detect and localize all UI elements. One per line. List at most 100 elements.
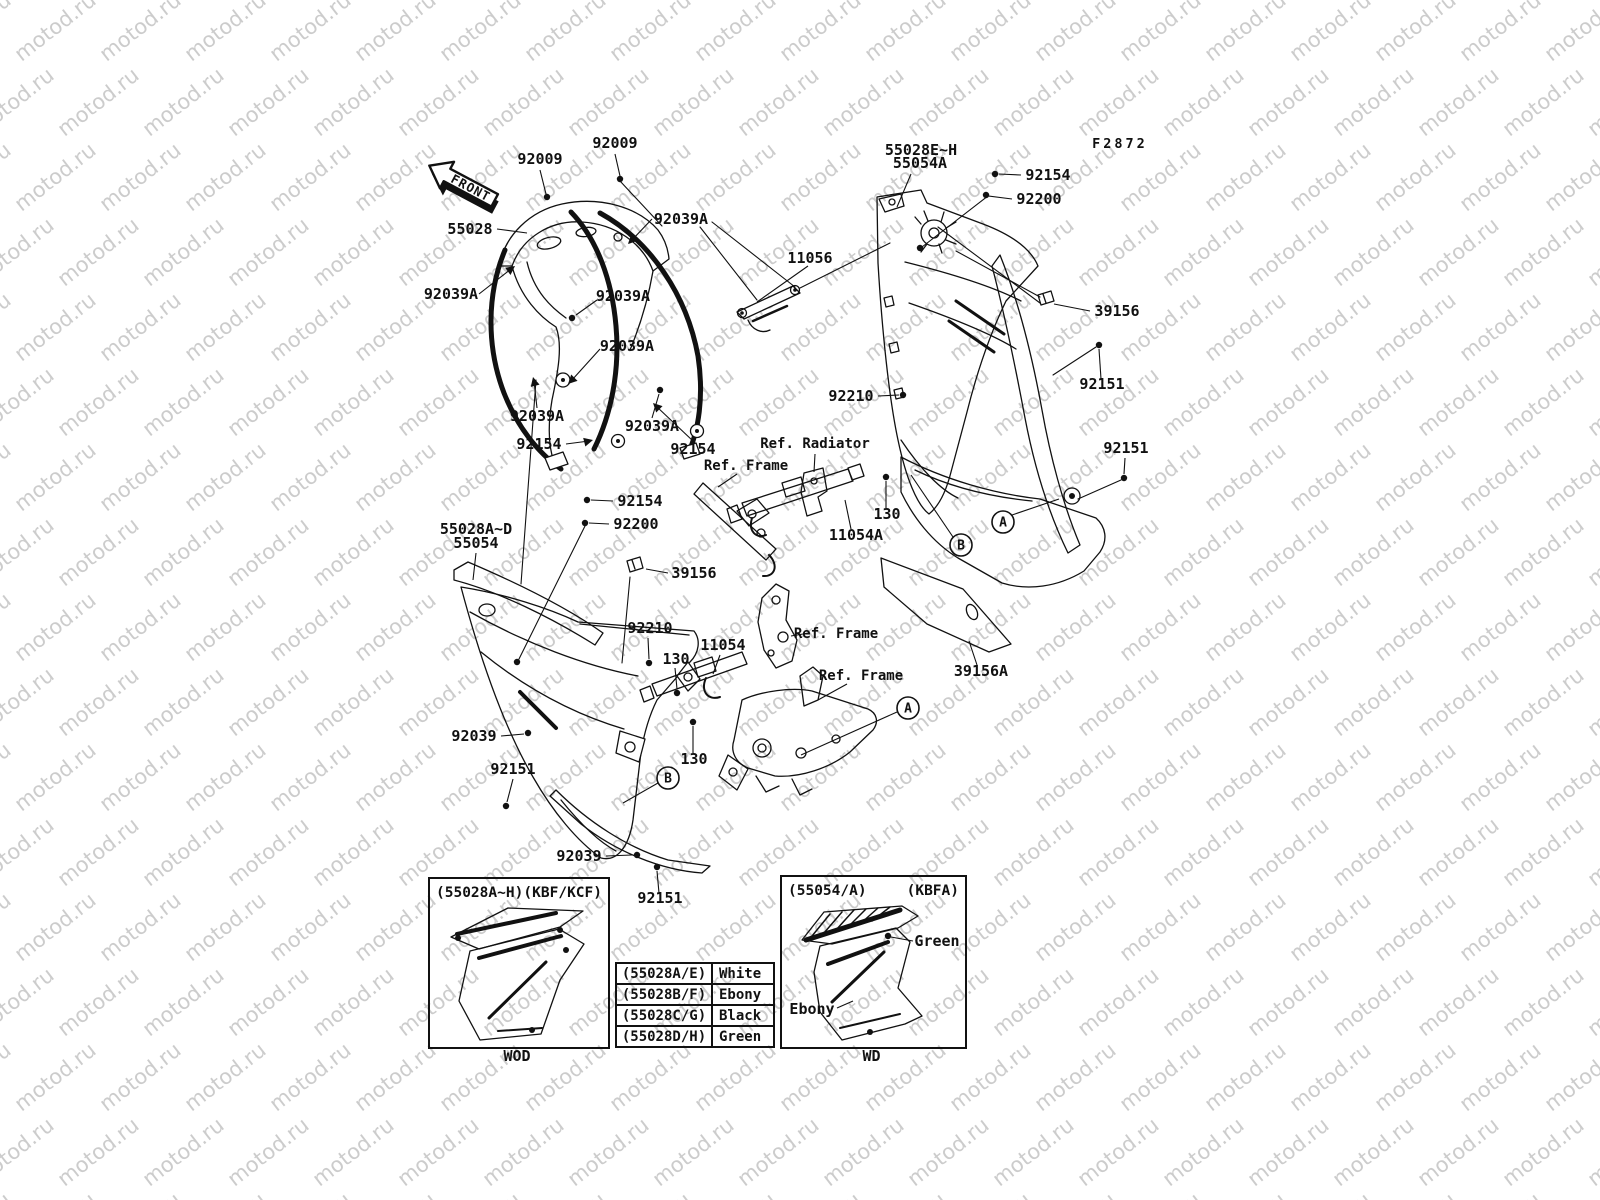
color-table-part: (55028C/G) <box>617 1006 713 1025</box>
leader-line <box>1053 303 1091 312</box>
leader-line <box>896 173 912 208</box>
marker-leader-line <box>622 782 659 804</box>
leader-line <box>656 870 660 894</box>
callout-92039a: 92039A <box>600 337 654 355</box>
leader-line <box>575 299 598 316</box>
callout-11054: 11054 <box>700 636 745 654</box>
callout-39156: 39156 <box>1094 302 1139 320</box>
radiator-frame-drawing <box>693 463 865 578</box>
callout-55028: 55028 <box>447 220 492 238</box>
legend-right-part-range: (55054/A) <box>788 883 867 899</box>
frame-assembly-lower-drawing <box>718 666 878 796</box>
leader-line <box>844 499 852 530</box>
legend-right-color-code: (KBFA) <box>906 883 959 899</box>
callout-92039a: 92039A <box>424 285 478 303</box>
callout-130: 130 <box>873 505 900 523</box>
leader-line <box>500 733 525 737</box>
callout-92151: 92151 <box>637 889 682 907</box>
color-table-row: (55028B/F) Ebony <box>617 983 773 1004</box>
leader-line <box>539 169 547 195</box>
callout-92039: 92039 <box>556 847 601 865</box>
fastener-dot <box>513 658 521 666</box>
leader-line <box>614 153 621 177</box>
leader-line <box>472 552 477 581</box>
leader-line <box>655 405 694 442</box>
leader-line <box>674 667 678 690</box>
callout-92039a: 92039A <box>510 407 564 425</box>
callout-92009: 92009 <box>517 150 562 168</box>
callout-92154: 92154 <box>617 492 662 510</box>
leader-line <box>756 265 809 303</box>
callout-92154: 92154 <box>1025 166 1070 184</box>
fastener-dot <box>524 729 532 737</box>
bracket-11056-drawing <box>736 284 801 333</box>
callout-92039a: 92039A <box>596 287 650 305</box>
callout-11054a: 11054A <box>829 526 883 544</box>
color-table-part: (55028A/E) <box>617 964 713 983</box>
fastener-dot <box>653 863 661 871</box>
leader-line <box>1123 457 1126 475</box>
callout-92039: 92039 <box>451 727 496 745</box>
color-table-color: Ebony <box>719 986 762 1003</box>
callout-ref-frame: Ref. Frame <box>704 458 788 474</box>
pipe-11054-drawing <box>639 651 748 703</box>
callout-55054: 55054 <box>453 534 498 552</box>
right-cowl-drawing <box>876 189 1106 588</box>
callout-ref-frame: Ref. Frame <box>819 668 903 684</box>
leader-line <box>478 268 512 295</box>
leader-line <box>817 683 848 701</box>
leader-line <box>605 854 633 857</box>
callout-92200: 92200 <box>613 515 658 533</box>
leader-arrowhead <box>653 403 663 413</box>
callout-ref-radiator: Ref. Radiator <box>760 436 870 452</box>
marker-leader-line <box>1011 498 1060 516</box>
callout-92009: 92009 <box>592 134 637 152</box>
legend-box-right: (55054/A) (KBFA) <box>780 875 967 1049</box>
leader-line <box>630 218 653 242</box>
callout-55028a-d: 55028A~D <box>440 520 512 538</box>
fastener-dot <box>884 932 892 940</box>
leader-arrowhead <box>583 437 593 447</box>
color-table-row: (55028C/G) Black <box>617 1004 773 1025</box>
leader-line <box>968 640 978 666</box>
callout-92210: 92210 <box>627 619 672 637</box>
leader-line <box>921 195 1013 248</box>
fastener-dot <box>502 802 510 810</box>
leader-line <box>496 228 528 234</box>
callout-92154: 92154 <box>670 440 715 458</box>
leader-line <box>790 632 810 637</box>
leader-line <box>1098 348 1102 380</box>
frame-bracket-upper-drawing <box>757 583 798 669</box>
marker-circle-a <box>896 696 920 720</box>
legend-left-drawing <box>450 907 585 1041</box>
color-table-part: (55028D/H) <box>617 1027 713 1046</box>
marker-circle-b <box>656 766 680 790</box>
color-table: (55028A/E) White (55028B/F) Ebony (55028… <box>615 962 775 1048</box>
leader-arrowhead <box>505 266 515 275</box>
leader-line <box>836 1000 854 1009</box>
color-table-part: (55028B/F) <box>617 985 713 1004</box>
fastener-dot <box>616 175 624 183</box>
panel-39156a-drawing <box>880 557 1012 653</box>
callout-130: 130 <box>662 650 689 668</box>
legend-box-left: (55028A~H) (KBF/KCF) <box>428 877 610 1049</box>
leader-line <box>645 568 669 574</box>
callout-green: Green <box>914 932 959 950</box>
callout-92210: 92210 <box>828 387 873 405</box>
clip-39156-drawing <box>626 290 1055 573</box>
callout-92039a: 92039A <box>625 417 679 435</box>
fastener-dot <box>583 496 591 504</box>
construction-lines <box>518 180 1122 664</box>
leader-line <box>590 499 614 502</box>
leader-line <box>588 522 610 525</box>
callout-92151: 92151 <box>1103 439 1148 457</box>
fastener-dot <box>633 851 641 859</box>
color-table-row: (55028A/E) White <box>617 964 773 983</box>
marker-letter-a: A <box>999 516 1007 531</box>
leader-line <box>647 637 650 660</box>
color-table-color: Black <box>719 1007 762 1024</box>
fastener-dot <box>543 193 551 201</box>
leader-line <box>998 173 1022 176</box>
legend-right-footer: WD <box>862 1047 881 1065</box>
